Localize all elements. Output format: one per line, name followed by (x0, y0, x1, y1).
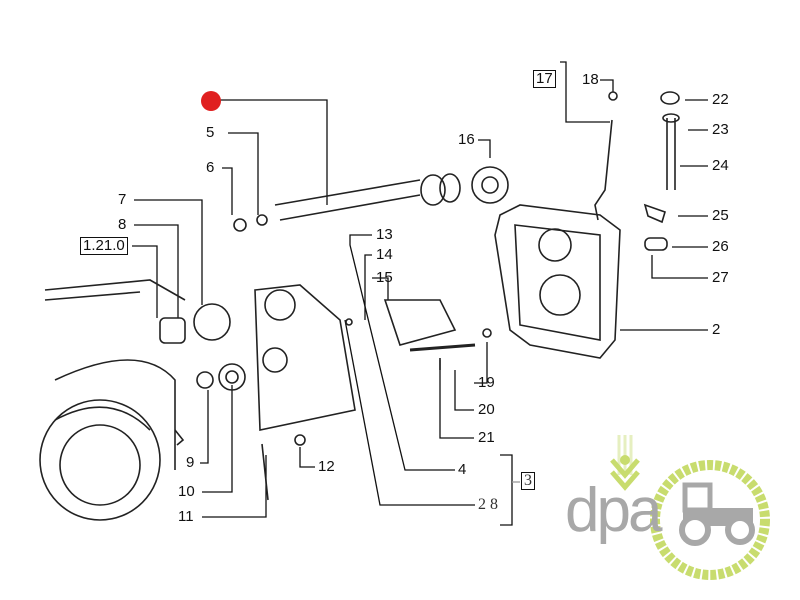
part-label-9[interactable]: 9 (186, 454, 195, 471)
part-label-27[interactable]: 27 (712, 269, 729, 286)
part-label-20[interactable]: 20 (478, 401, 495, 418)
logo-text: dpa (565, 476, 662, 545)
part-label-8[interactable]: 8 (118, 216, 127, 233)
part-label-21[interactable]: 21 (478, 429, 495, 446)
part-label-25[interactable]: 25 (712, 207, 729, 224)
part-label-13[interactable]: 13 (376, 226, 393, 243)
part-label-26[interactable]: 26 (712, 238, 729, 255)
part-label-15[interactable]: 15 (376, 269, 393, 286)
part-label-16[interactable]: 16 (458, 131, 475, 148)
part-label-5[interactable]: 5 (206, 124, 215, 141)
part-label-2[interactable]: 2 (712, 321, 721, 338)
part-label-1-21-0[interactable]: 1.21.0 (80, 237, 128, 255)
part-label-24[interactable]: 24 (712, 157, 729, 174)
part-label-23[interactable]: 23 (712, 121, 729, 138)
part-label-11[interactable]: 11 (178, 508, 194, 525)
part-label-14[interactable]: 14 (376, 246, 393, 263)
selected-marker[interactable] (201, 91, 221, 111)
part-label-4[interactable]: 4 (458, 461, 467, 478)
part-label-19[interactable]: 19 (478, 374, 495, 391)
leader-lines (132, 61, 708, 526)
logo-graphic (610, 435, 770, 580)
part-label-22[interactable]: 22 (712, 91, 729, 108)
part-sketches (39, 91, 680, 521)
part-label-12[interactable]: 12 (318, 458, 335, 475)
part-label-10[interactable]: 10 (178, 483, 195, 500)
part-label-6[interactable]: 6 (206, 159, 215, 176)
part-label-18[interactable]: 18 (582, 71, 599, 88)
part-label-3[interactable]: 3 (521, 472, 535, 490)
part-label-28[interactable]: 2 8 (478, 496, 498, 513)
part-label-7[interactable]: 7 (118, 191, 127, 208)
dpa-logo: dpa (565, 430, 785, 580)
part-label-17[interactable]: 17 (533, 70, 556, 88)
